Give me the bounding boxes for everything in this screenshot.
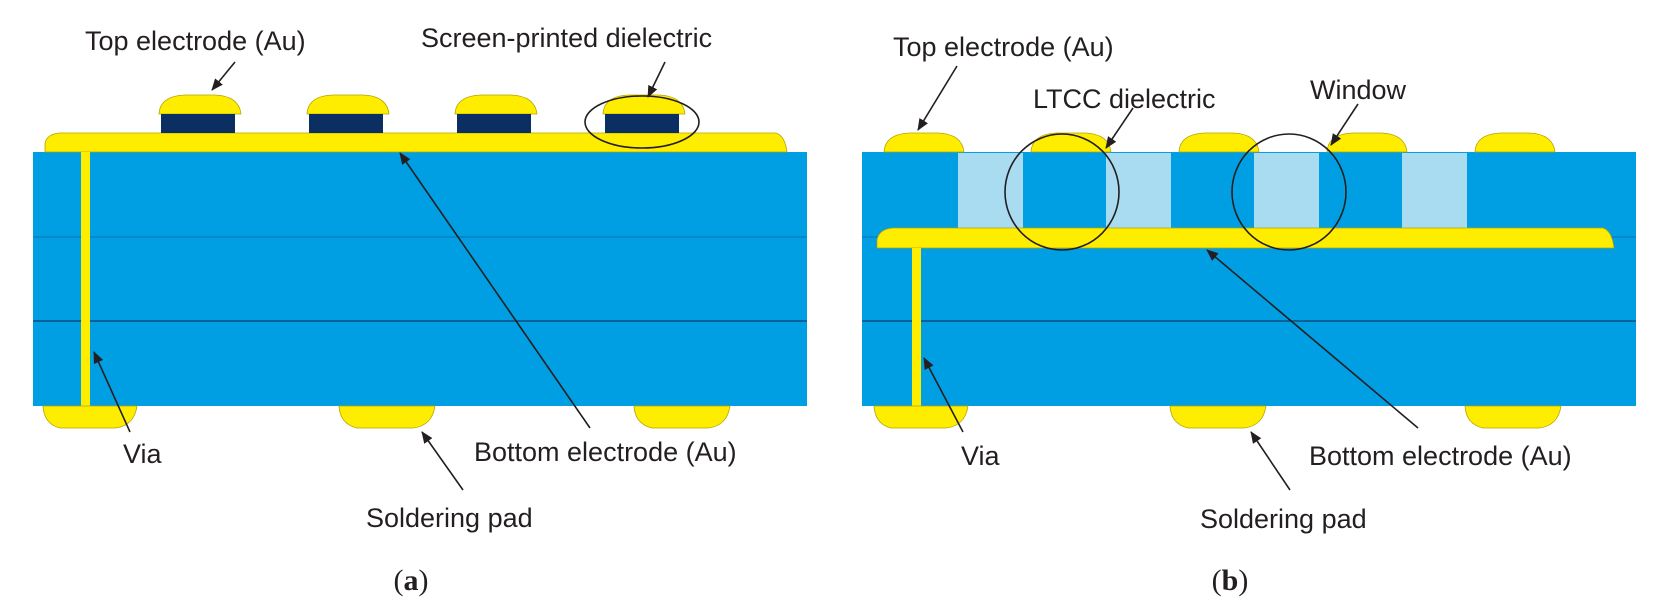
caption-a-close: ) <box>419 564 429 597</box>
top-electrode-b-4 <box>1326 132 1408 153</box>
label-top-electrode-a: Top electrode (Au) <box>85 26 306 56</box>
dielectric-a-3 <box>457 114 531 133</box>
arrow-soldering-pad-a <box>421 431 464 491</box>
arrow-top-electrode-a <box>211 61 236 91</box>
window-b-3 <box>1254 153 1319 228</box>
top-electrode-a-4 <box>602 94 686 115</box>
arrow-via-a <box>93 351 131 433</box>
caption-b-close: ) <box>1238 564 1248 597</box>
caption-a-letter: a <box>404 564 419 597</box>
soldering-pad-b-2 <box>1169 405 1267 429</box>
top-electrode-b-3 <box>1178 132 1260 153</box>
label-via-a: Via <box>123 439 163 469</box>
dielectric-a-4 <box>605 114 679 133</box>
arrow-bottom-electrode-a <box>399 152 591 429</box>
top-electrode-a-3 <box>454 94 538 115</box>
caption-b-letter: b <box>1222 564 1239 597</box>
label-soldering-pad-b: Soldering pad <box>1200 504 1367 534</box>
dielectric-a-1 <box>161 114 235 133</box>
via-b <box>912 248 921 408</box>
caption-b: (b) <box>1212 564 1249 597</box>
arrow-via-b <box>923 357 964 433</box>
caption-a: (a) <box>394 564 429 597</box>
soldering-pad-b-3 <box>1464 405 1562 429</box>
label-window-b: Window <box>1310 75 1407 105</box>
top-electrode-b-2 <box>1030 132 1112 153</box>
panel-a: Top electrode (Au) Screen-printed dielec… <box>33 23 807 597</box>
top-electrode-a-1 <box>158 94 242 115</box>
capacitor-a-2 <box>306 94 390 133</box>
highlight-ellipse-a <box>584 95 700 149</box>
arrow-dielectric-b <box>1105 107 1134 149</box>
highlight-circle-b-2 <box>1231 133 1347 251</box>
bottom-electrode-a <box>44 132 788 153</box>
soldering-pad-a-3 <box>633 405 731 429</box>
label-soldering-pad-a: Soldering pad <box>366 503 533 533</box>
soldering-pad-a-2 <box>338 405 436 429</box>
label-dielectric-b: LTCC dielectric <box>1033 84 1216 114</box>
label-bottom-electrode-b: Bottom electrode (Au) <box>1309 441 1572 471</box>
label-top-electrode-b: Top electrode (Au) <box>893 32 1114 62</box>
label-dielectric-a: Screen-printed dielectric <box>421 23 712 53</box>
caption-b-open: ( <box>1212 564 1222 597</box>
highlight-circle-b-1 <box>1004 133 1120 251</box>
via-a <box>81 152 90 408</box>
dielectric-a-2 <box>309 114 383 133</box>
window-b-4 <box>1402 153 1467 228</box>
capacitor-a-4 <box>602 94 686 133</box>
top-electrode-b-1 <box>883 132 965 153</box>
soldering-pad-b-1 <box>873 405 969 429</box>
capacitor-a-3 <box>454 94 538 133</box>
soldering-pad-a-1 <box>42 405 138 429</box>
capacitor-a-1 <box>158 94 242 133</box>
arrow-window-b <box>1330 103 1359 146</box>
label-via-b: Via <box>961 441 1001 471</box>
bottom-electrode-b <box>876 227 1615 249</box>
label-bottom-electrode-a: Bottom electrode (Au) <box>474 437 737 467</box>
window-b-2 <box>1106 153 1171 228</box>
arrow-bottom-electrode-b <box>1206 249 1419 429</box>
substrate-a <box>33 152 807 406</box>
caption-a-open: ( <box>394 564 404 597</box>
arrow-dielectric-a <box>647 61 666 98</box>
arrow-soldering-pad-b <box>1250 431 1291 491</box>
window-b-1 <box>958 153 1023 228</box>
top-electrode-a-2 <box>306 94 390 115</box>
panel-b: Top electrode (Au) LTCC dielectric Windo… <box>862 32 1636 597</box>
arrow-top-electrode-b <box>917 65 958 131</box>
top-electrode-b-5 <box>1474 132 1556 153</box>
